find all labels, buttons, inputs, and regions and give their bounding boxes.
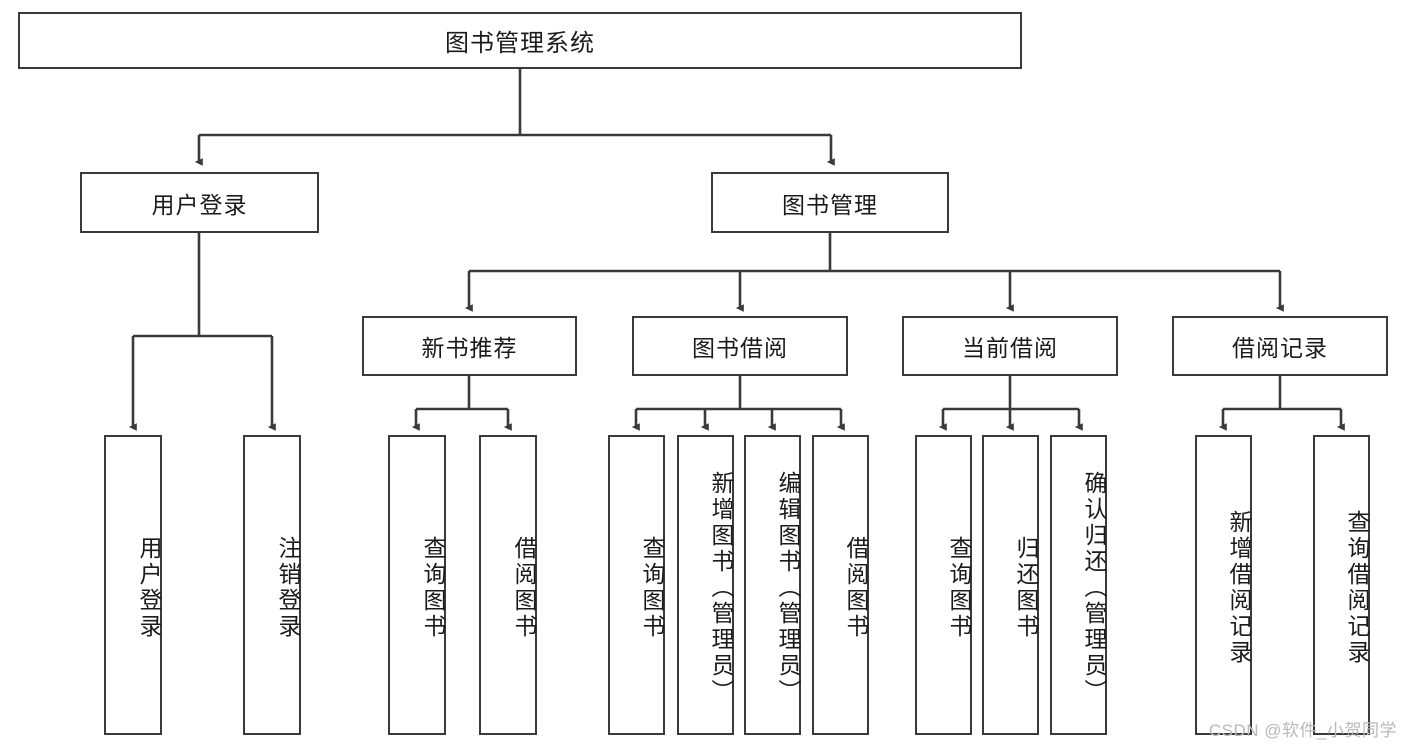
watermark-csdn: CSDN @软件_小贺同学 — [1208, 721, 1397, 740]
node-label: 图书管理 — [782, 191, 878, 218]
leaf-new-book-borrow-book[interactable]: 借阅图书 — [479, 435, 537, 735]
node-label: 归还图书 — [1013, 536, 1039, 640]
node-label: 查询图书 — [946, 536, 972, 640]
node-label: 查询借阅记录 — [1344, 510, 1370, 666]
node-label: 借阅图书 — [511, 536, 537, 640]
node-label: 图书借阅 — [692, 335, 788, 361]
node-user-login[interactable]: 用户登录 — [80, 172, 319, 233]
node-book-management[interactable]: 图书管理 — [711, 172, 949, 233]
leaf-current-borrow-confirm-return-admin[interactable]: 确认归还（管理员） — [1050, 435, 1107, 735]
node-label: 新增借阅记录 — [1226, 510, 1252, 666]
node-current-borrow[interactable]: 当前借阅 — [902, 316, 1118, 376]
node-label: 查询图书 — [639, 536, 665, 640]
node-label: 用户登录 — [151, 191, 248, 218]
node-book-borrow[interactable]: 图书借阅 — [632, 316, 848, 376]
node-borrow-record[interactable]: 借阅记录 — [1172, 316, 1388, 376]
node-label: 查询图书 — [420, 536, 446, 640]
leaf-book-borrow-borrow-book[interactable]: 借阅图书 — [812, 435, 869, 735]
node-label: 编辑图书（管理员） — [775, 471, 801, 705]
leaf-current-borrow-query-book[interactable]: 查询图书 — [915, 435, 972, 735]
node-label: 新增图书（管理员） — [708, 471, 734, 705]
leaf-book-borrow-edit-book-admin[interactable]: 编辑图书（管理员） — [744, 435, 801, 735]
node-label: 图书管理系统 — [445, 30, 595, 57]
leaf-new-book-query-book[interactable]: 查询图书 — [388, 435, 446, 735]
node-label: 用户登录 — [136, 536, 162, 640]
leaf-book-borrow-add-book-admin[interactable]: 新增图书（管理员） — [677, 435, 734, 735]
node-label: 注销登录 — [275, 536, 301, 640]
node-label: 借阅图书 — [843, 536, 869, 640]
node-label: 借阅记录 — [1232, 335, 1328, 361]
node-new-book-recommend[interactable]: 新书推荐 — [362, 316, 577, 376]
node-label: 当前借阅 — [962, 335, 1058, 361]
leaf-user-login-login[interactable]: 用户登录 — [104, 435, 162, 735]
node-label: 确认归还（管理员） — [1081, 471, 1107, 705]
node-root-book-management-system[interactable]: 图书管理系统 — [18, 12, 1022, 69]
leaf-book-borrow-query-book[interactable]: 查询图书 — [608, 435, 665, 735]
leaf-current-borrow-return-book[interactable]: 归还图书 — [982, 435, 1039, 735]
node-label: 新书推荐 — [421, 335, 518, 361]
leaf-user-login-logout[interactable]: 注销登录 — [243, 435, 301, 735]
leaf-borrow-record-query-record[interactable]: 查询借阅记录 — [1313, 435, 1370, 735]
leaf-borrow-record-add-record[interactable]: 新增借阅记录 — [1195, 435, 1252, 735]
